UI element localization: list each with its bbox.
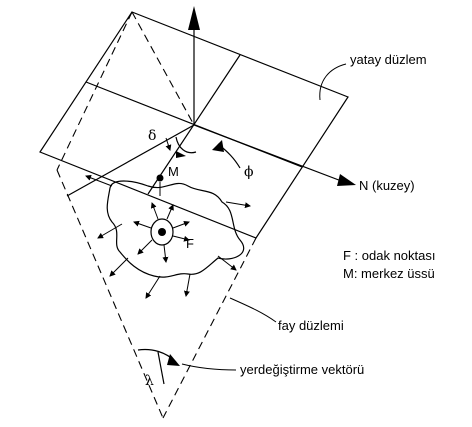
fault-plane-upper-right-edge: [131, 11, 195, 126]
focus-label: F: [186, 236, 194, 251]
rake-angle-label: λ: [145, 373, 154, 389]
epicenter-dot: [156, 174, 164, 182]
dip-angle-arrow-icon: [176, 151, 186, 158]
north-axis-line: [193, 124, 345, 183]
legend-focus-text: F : odak noktası: [343, 248, 436, 263]
dip-angle-label: δ: [148, 128, 156, 144]
slip-vector-leader-line: [181, 363, 237, 371]
fault-plane-lower-right-edge: [162, 237, 257, 419]
fault-plane-leader-line: [229, 297, 277, 323]
vertical-arrow-head-icon: [188, 6, 200, 30]
north-arrow-head-icon: [337, 174, 356, 186]
dip-direction-line: [66, 124, 195, 197]
epicenter-label: M: [168, 164, 179, 179]
rupture-area: [106, 180, 245, 278]
rupture-slip-arrows: [85, 174, 251, 299]
horizontal-plane-label: yatay düzlem: [350, 52, 427, 67]
dip-angle-tick: [165, 137, 172, 151]
focus-radiating-arrows: [133, 202, 190, 263]
focus-dot: [158, 228, 166, 236]
fault-plane-label: fay düzlemi: [278, 318, 344, 333]
legend-epicenter-text: M: merkez üssü: [343, 266, 435, 281]
fault-plane-upper-left-edge: [56, 11, 133, 171]
slip-vector-line: [157, 351, 165, 385]
horizontal-plane-leader-line: [319, 63, 347, 101]
slip-vector-label: yerdeğiştirme vektörü: [240, 362, 364, 377]
fault-plane-lower-left-edge: [56, 169, 164, 419]
strike-angle-arrow-icon: [212, 140, 224, 152]
north-label: N (kuzey): [359, 178, 415, 193]
rake-angle-arrow-icon: [167, 354, 180, 366]
focus-ring: [150, 218, 174, 246]
strike-angle-label: ϕ: [244, 164, 254, 180]
dip-angle-arc: [175, 136, 197, 154]
